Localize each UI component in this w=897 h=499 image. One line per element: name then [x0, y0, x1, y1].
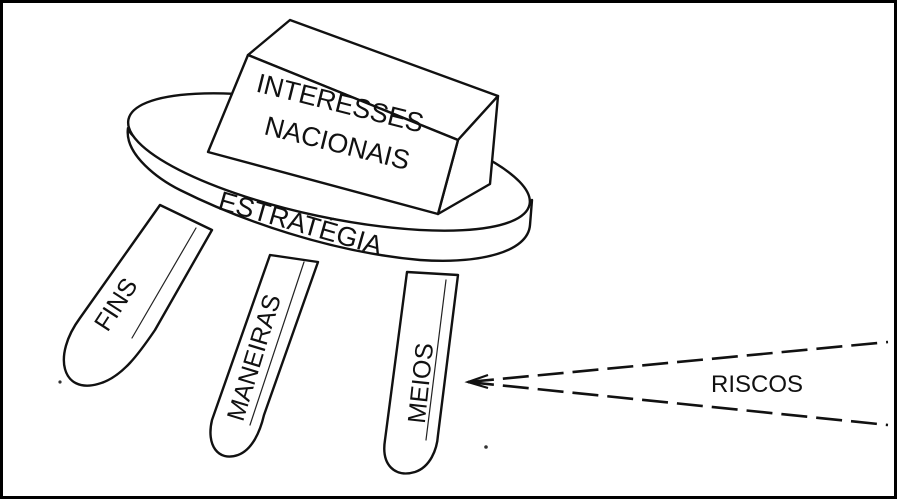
- speck-1: [58, 380, 62, 384]
- risk-cone: [464, 340, 889, 427]
- risk-label: RISCOS: [711, 371, 803, 398]
- speck-2: [484, 445, 488, 449]
- leg-maneiras: [209, 253, 320, 458]
- leg-meios: [383, 270, 460, 475]
- national-interests-box: [206, 18, 500, 216]
- leg-fins: [62, 203, 214, 387]
